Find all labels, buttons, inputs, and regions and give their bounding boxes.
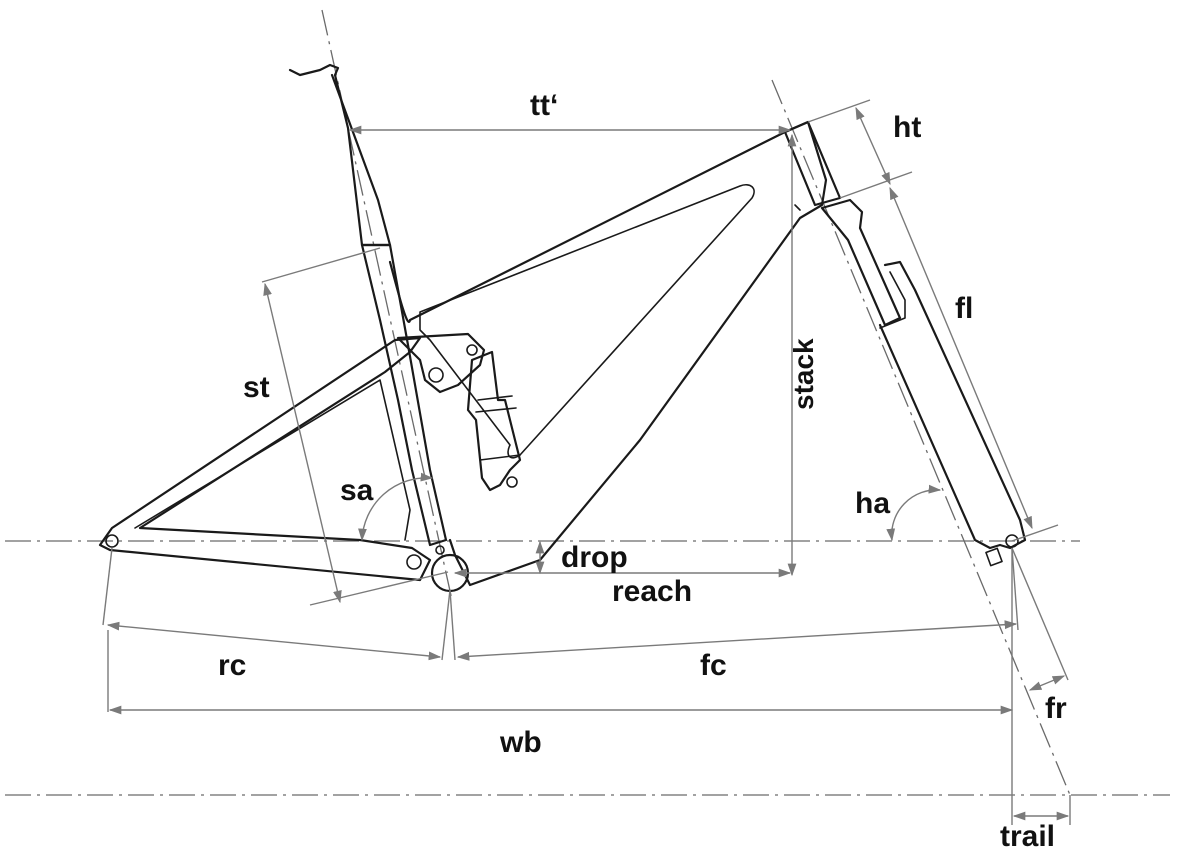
seatstay <box>98 336 432 582</box>
st-dim-line <box>263 282 342 604</box>
chainstay <box>134 379 411 541</box>
front-triangle <box>388 120 828 587</box>
label-stack: stack <box>788 338 819 410</box>
main-pivot <box>406 554 422 570</box>
label-ha: ha <box>855 487 890 520</box>
shock-body <box>475 395 521 461</box>
front-axle <box>1005 534 1019 548</box>
label-wb: wb <box>499 726 542 759</box>
label-fc: fc <box>700 649 727 682</box>
fr-ext <box>1011 547 1069 681</box>
fr-dim-line <box>1028 675 1066 691</box>
ha-arc <box>886 484 942 542</box>
ht-ext-top <box>807 99 871 123</box>
front-triangle-cutout <box>419 183 755 459</box>
fl-dim-line <box>889 186 1033 530</box>
rocker-link <box>396 332 486 394</box>
steering-axis <box>771 79 1071 796</box>
bb-ext-2 <box>449 589 456 661</box>
bb-ext-1 <box>441 589 451 661</box>
label-fl: fl <box>955 292 973 325</box>
fl-ext-bot <box>1011 524 1059 542</box>
rear-axle <box>105 534 119 548</box>
rocker-pivot-1 <box>428 367 444 383</box>
ht-ext-bot <box>839 171 913 199</box>
label-sa: sa <box>340 474 374 507</box>
label-tt: tt‘ <box>530 89 558 122</box>
label-rc: rc <box>218 649 246 682</box>
shock-lower-pivot <box>506 476 518 488</box>
rc-dim-line <box>106 621 442 661</box>
measurement-labels: tt‘ ht fl st stack sa ha drop reach rc f… <box>218 89 1067 849</box>
rocker-pivot-2 <box>466 344 478 356</box>
measurements <box>102 99 1071 825</box>
rc-ext-left <box>102 547 113 626</box>
reference-lines <box>5 9 1170 796</box>
st-ext-top <box>261 247 381 283</box>
seatpost <box>288 63 392 247</box>
headset-cap <box>794 204 801 211</box>
fork-dropout-bolt <box>985 547 1003 567</box>
label-trail: trail <box>1000 820 1055 849</box>
label-st: st <box>243 371 270 404</box>
sa-arc <box>358 472 434 542</box>
small-pivot <box>435 545 445 555</box>
label-drop: drop <box>561 541 628 574</box>
label-reach: reach <box>612 575 692 608</box>
head-tube <box>783 120 842 207</box>
label-ht: ht <box>893 111 921 144</box>
rear-shock <box>466 350 522 492</box>
fc-ext-right <box>1011 547 1019 631</box>
ht-dim-line <box>855 106 891 186</box>
fc-dim-line <box>456 620 1018 661</box>
seat-tube <box>360 243 448 547</box>
bike-frame <box>98 63 1027 593</box>
fork <box>820 198 902 327</box>
label-fr: fr <box>1045 692 1067 725</box>
fork-leg <box>878 260 1027 550</box>
